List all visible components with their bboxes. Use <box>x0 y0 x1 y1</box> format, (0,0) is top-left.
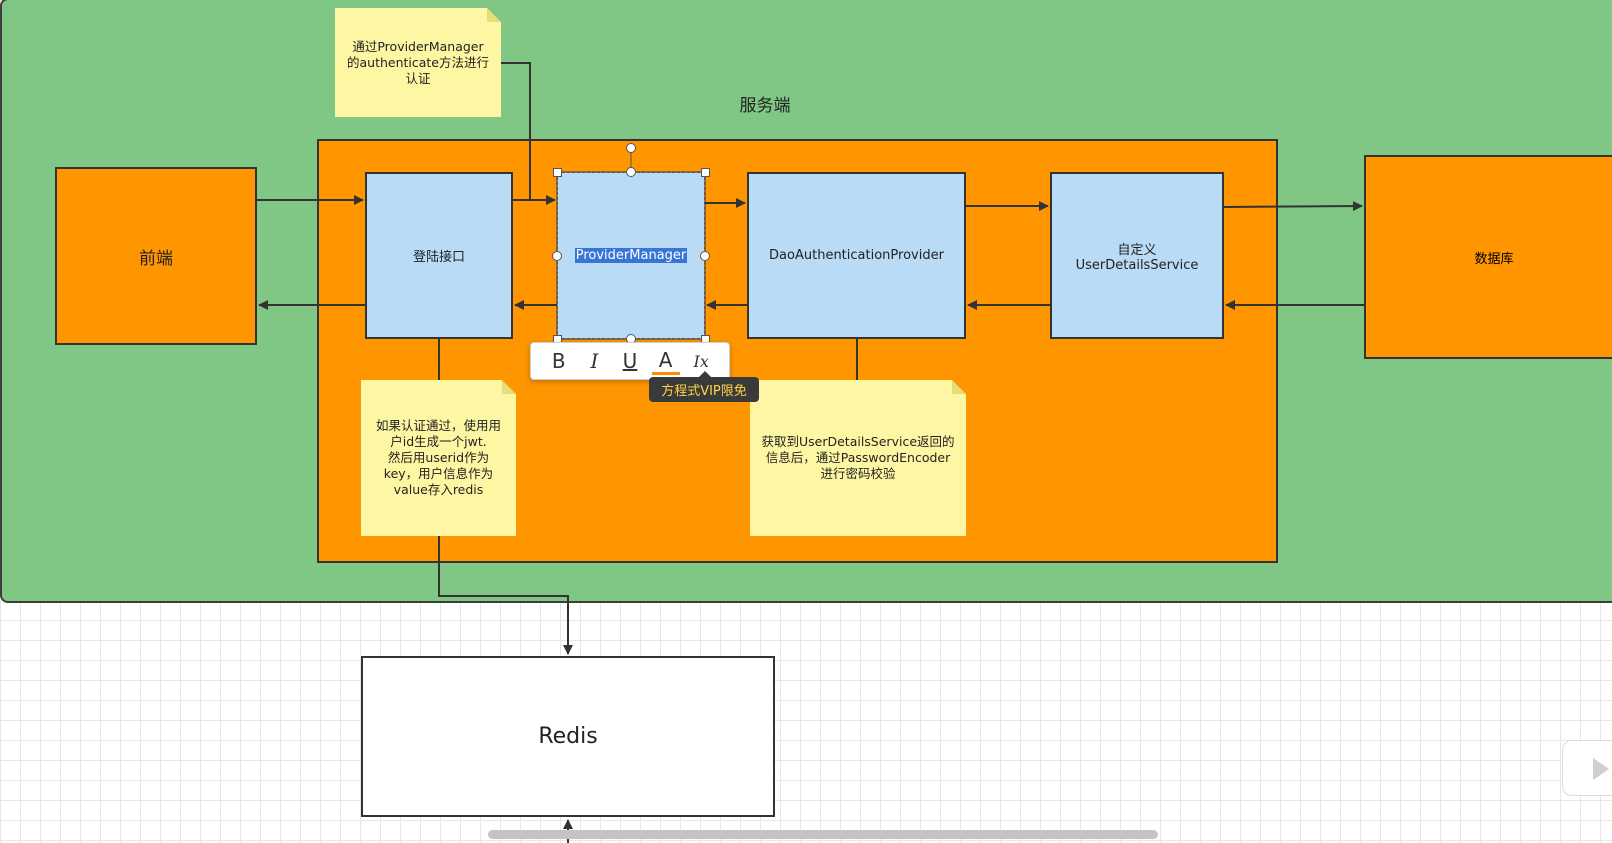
top-note-text: 通过ProviderManager 的authenticate方法进行 认证 <box>346 38 490 86</box>
font-color-button[interactable]: A <box>651 348 680 375</box>
resize-handle-ne[interactable] <box>701 168 710 177</box>
redis-box[interactable]: Redis <box>361 656 775 817</box>
dao-provider-label: DaoAuthenticationProvider <box>769 248 944 263</box>
italic-button[interactable]: I <box>590 349 599 373</box>
resize-handle-w[interactable] <box>552 251 562 261</box>
resize-handle-nw[interactable] <box>553 168 562 177</box>
horizontal-scrollbar[interactable] <box>488 830 1158 839</box>
rotate-handle[interactable] <box>626 143 636 153</box>
resize-handle-n[interactable] <box>626 167 636 177</box>
encoder-note[interactable]: 获取到UserDetailsService返回的 信息后，通过PasswordE… <box>750 380 966 536</box>
database-label: 数据库 <box>1474 251 1514 267</box>
encoder-note-text: 获取到UserDetailsService返回的 信息后，通过PasswordE… <box>761 434 955 481</box>
arrow-uds-to-db <box>1223 201 1363 212</box>
arrow-to-redis <box>438 536 573 655</box>
custom-uds-label-line1: 自定义 <box>1117 242 1157 258</box>
dao-provider-box[interactable]: DaoAuthenticationProvider <box>747 172 966 339</box>
frontend-label: 前端 <box>139 248 173 269</box>
login-interface-label: 登陆接口 <box>412 250 465 265</box>
top-note[interactable]: 通过ProviderManager 的authenticate方法进行 认证 <box>335 8 501 117</box>
custom-uds-label-line2: UserDetailsService <box>1075 257 1199 273</box>
provider-manager-label[interactable]: ProviderManager <box>574 248 688 263</box>
server-label: 服务端 <box>739 95 791 116</box>
clear-format-button[interactable]: Ix <box>693 351 709 371</box>
note-connector-top <box>501 62 531 200</box>
login-interface-box[interactable]: 登陆接口 <box>365 172 513 339</box>
provider-manager-box[interactable]: ProviderManager <box>557 172 705 339</box>
frontend-box[interactable]: 前端 <box>55 167 257 345</box>
vip-tooltip: 方程式VIP限免 <box>649 371 759 402</box>
video-play-icon[interactable] <box>1562 740 1612 796</box>
database-box[interactable]: 数据库 <box>1364 155 1612 359</box>
jwt-note-text: 如果认证通过，使用用 户id生成一个jwt. 然后用userid作为 key，用… <box>375 418 501 497</box>
bold-button[interactable]: B <box>551 349 566 373</box>
selection-outline <box>556 171 706 340</box>
text-format-toolbar: B I U A Ix <box>530 342 730 380</box>
jwt-note[interactable]: 如果认证通过，使用用 户id生成一个jwt. 然后用userid作为 key，用… <box>361 380 516 536</box>
custom-uds-box[interactable]: 自定义 UserDetailsService <box>1050 172 1224 339</box>
resize-handle-e[interactable] <box>700 251 710 261</box>
redis-label: Redis <box>538 724 598 749</box>
underline-button[interactable]: U <box>622 349 638 373</box>
